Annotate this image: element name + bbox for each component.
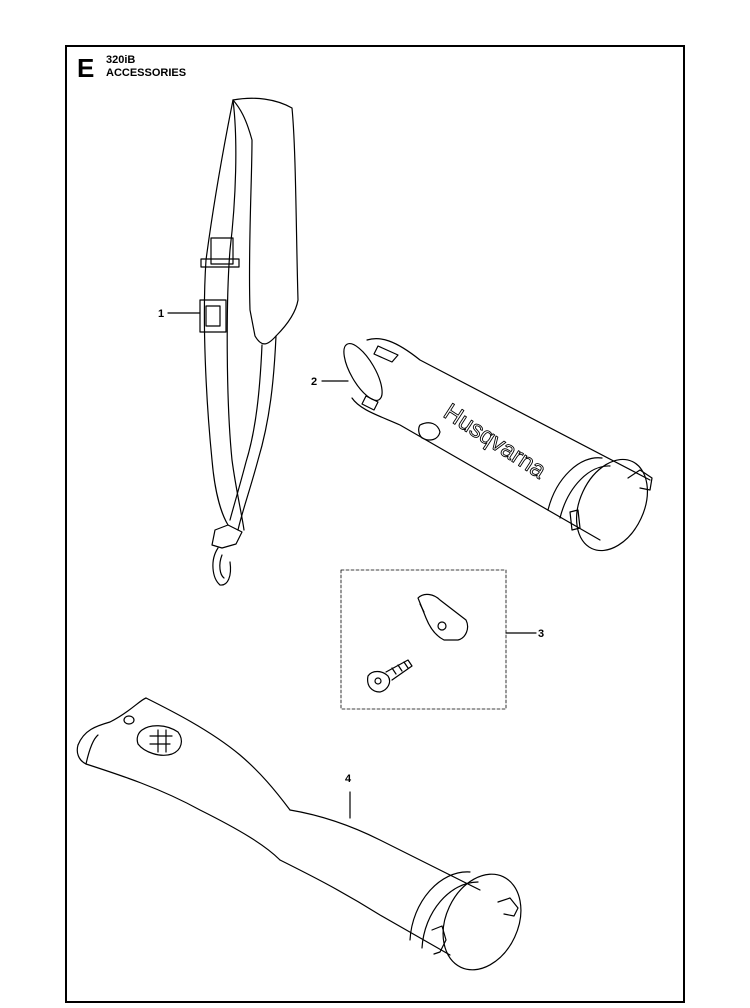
section-title: ACCESSORIES	[106, 67, 187, 79]
harness-strap-icon	[167, 97, 299, 586]
callout-4: 4	[345, 773, 352, 785]
callout-3: 3	[538, 628, 544, 640]
callout-2: 2	[311, 376, 317, 388]
brand-wordmark: Husqvarna	[439, 398, 552, 484]
blower-tube-icon	[321, 338, 653, 552]
flat-nozzle-icon	[76, 697, 522, 971]
callout-1: 1	[158, 308, 164, 320]
section-letter: E	[77, 53, 95, 83]
model-name: 320iB	[106, 54, 136, 66]
bracket-screw-kit-icon	[340, 569, 537, 710]
drawing-frame	[65, 45, 685, 1003]
